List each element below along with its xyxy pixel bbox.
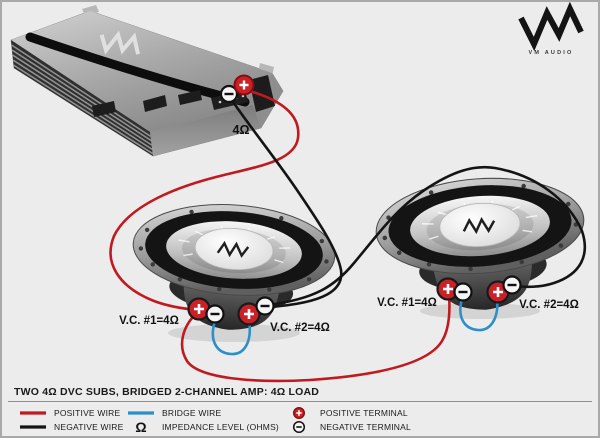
positive-terminal-label: POSITIVE TERMINAL (320, 407, 408, 418)
amp-positive-terminal-icon (233, 74, 255, 96)
right-sub-vc1-negative-terminal-icon (453, 282, 473, 302)
bridge-wire-label: BRIDGE WIRE (162, 407, 222, 418)
amp-side-connector-1 (92, 101, 116, 117)
vm-logo-text: VM AUDIO (529, 50, 574, 56)
subwoofer-right (371, 170, 591, 319)
impedance-label: IMPEDANCE LEVEL (OHMS) (162, 421, 279, 432)
amp-side-connector-2 (143, 95, 167, 112)
right-sub-vc1-positive-terminal-icon (436, 277, 460, 301)
amp-front-face (150, 105, 261, 156)
right-sub-vc2-label: V.C. #2=4Ω (519, 299, 579, 311)
amp-side-connector-3 (178, 90, 202, 105)
legend-column-terminals: POSITIVE TERMINAL NEGATIVE TERMINAL (284, 405, 594, 434)
left-sub-vc2-negative-terminal-icon (255, 296, 275, 316)
legend-item-negative-wire: NEGATIVE WIRE (18, 420, 126, 433)
bridge-wire-swatch (126, 410, 156, 415)
amp-negative-terminal-icon (219, 84, 239, 104)
amp-impedance-label: 4Ω (233, 123, 250, 137)
legend-divider (8, 401, 592, 402)
left-sub-vc1-label: V.C. #1=4Ω (119, 315, 179, 327)
legend-item-impedance: Ω IMPEDANCE LEVEL (OHMS) (126, 418, 284, 435)
legend: TWO 4Ω DVC SUBS, BRIDGED 2-CHANNEL AMP: … (6, 386, 594, 434)
right-sub-vc1-label: V.C. #1=4Ω (377, 297, 437, 309)
bridge-wire-left-sub (211, 320, 252, 356)
vm-logo-icon (518, 2, 584, 52)
amp-logo-icon (99, 30, 140, 55)
negative-wire-left-to-right-sub (267, 165, 587, 307)
legend-title: TWO 4Ω DVC SUBS, BRIDGED 2-CHANNEL AMP: … (14, 386, 320, 398)
legend-item-positive-terminal: POSITIVE TERMINAL (284, 406, 594, 419)
negative-wire-amp-to-left-sub (229, 98, 343, 309)
negative-wire-swatch (18, 424, 48, 429)
legend-item-bridge-wire: BRIDGE WIRE (126, 406, 284, 419)
negative-terminal-icon (284, 420, 314, 434)
left-sub-vc1-negative-terminal-icon (205, 304, 225, 324)
left-sub-vc2-positive-terminal-icon (237, 302, 261, 326)
legend-column-wires: POSITIVE WIRE NEGATIVE WIRE (18, 405, 126, 434)
bridge-wire-right-sub (459, 297, 499, 332)
negative-terminal-label: NEGATIVE TERMINAL (320, 421, 411, 432)
positive-terminal-icon (284, 406, 314, 420)
legend-grid: POSITIVE WIRE NEGATIVE WIRE BRIDGE WIRE … (6, 405, 594, 434)
left-sub-vc2-label: V.C. #2=4Ω (270, 322, 330, 334)
legend-item-negative-terminal: NEGATIVE TERMINAL (284, 420, 594, 433)
positive-wire-swatch (18, 410, 48, 415)
amp-fin-lines (11, 44, 154, 155)
legend-item-positive-wire: POSITIVE WIRE (18, 406, 126, 419)
positive-wire-amp-to-left-sub (109, 88, 300, 312)
vm-audio-logo: VM AUDIO (518, 2, 584, 56)
positive-wire-label: POSITIVE WIRE (54, 407, 121, 418)
legend-column-bridge-impedance: BRIDGE WIRE Ω IMPEDANCE LEVEL (OHMS) (126, 405, 284, 434)
amplifier (10, 5, 284, 157)
left-sub-shadow (168, 324, 300, 342)
positive-wire-left-to-right-sub (180, 292, 451, 383)
amp-black-stripe (25, 32, 250, 107)
negative-wire-label: NEGATIVE WIRE (54, 421, 124, 432)
right-sub-vc2-negative-terminal-icon (502, 275, 522, 295)
amp-output-port (249, 75, 275, 112)
impedance-omega-icon: Ω (135, 418, 147, 435)
